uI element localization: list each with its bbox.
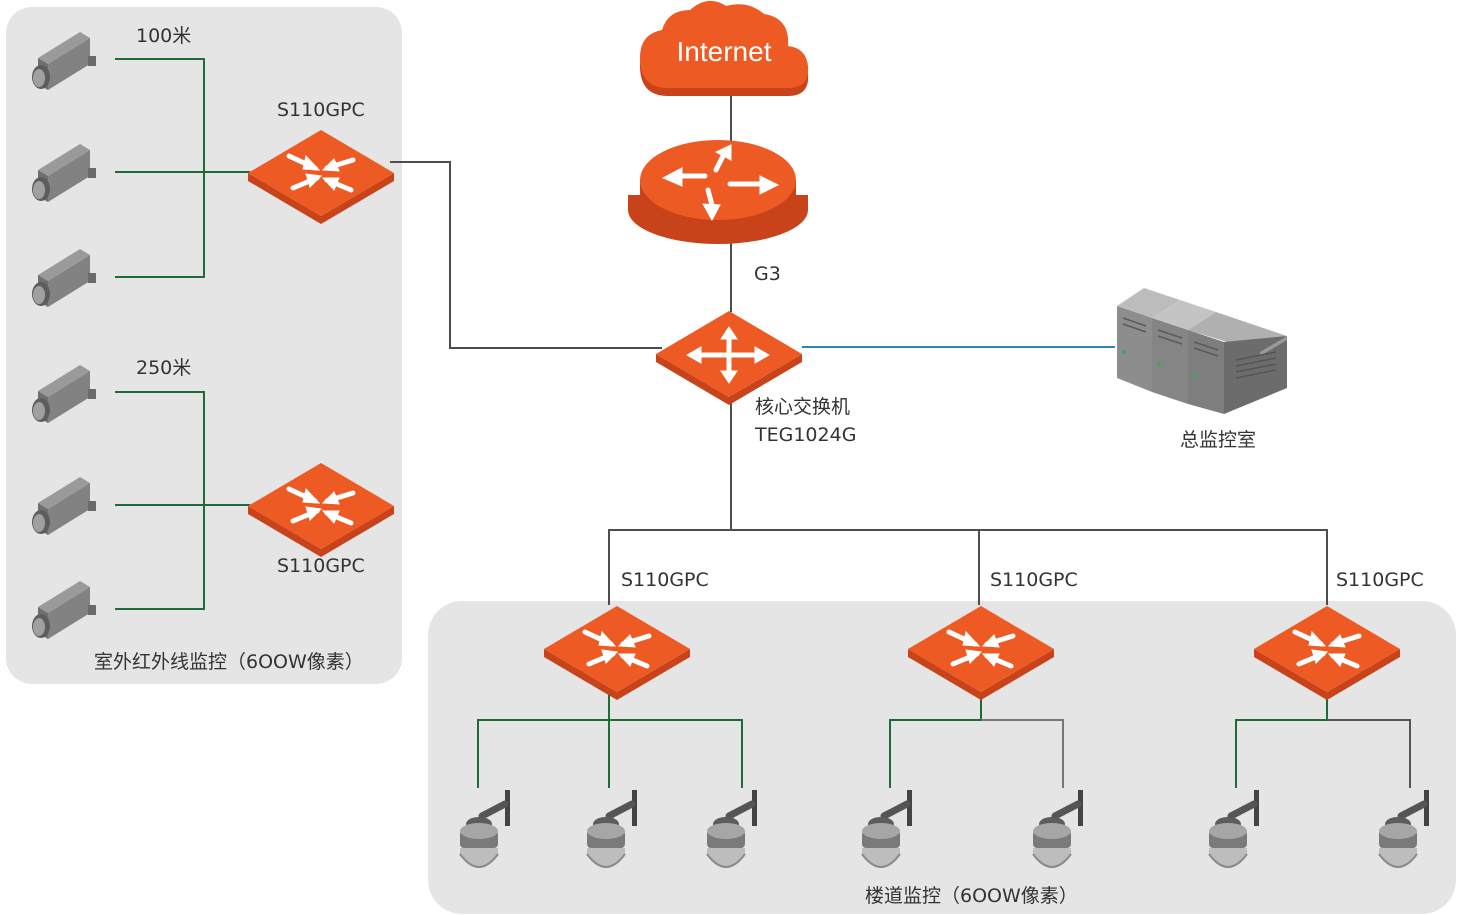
corridor-wiring-1 [477,692,743,788]
bullet-camera-icon [32,249,96,307]
bullet-camera-icon [32,365,96,423]
internet-label: Internet [677,36,772,67]
dome-camera-icon [707,790,757,868]
bullet-camera-icon [32,581,96,639]
bullet-camera-icon [32,477,96,535]
bullet-camera-icon [32,32,96,90]
dome-camera-icon [862,790,912,868]
dome-camera-icon [587,790,637,868]
dome-camera-icon [460,790,510,868]
core-switch-label-line1: 核心交换机 [755,396,851,418]
outdoor-bottom-wiring [115,391,250,610]
core-outdoor-link [390,161,662,349]
outdoor-top-switch-icon [248,130,394,224]
internet-cloud-icon [640,0,809,96]
corridor-wiring-3 [1235,694,1411,788]
outdoor-distance-bottom-label: 250米 [136,357,192,379]
dome-camera-icon [1209,790,1259,868]
bullet-camera-icon [32,144,96,202]
server-rack-icon [1117,288,1287,414]
outdoor-top-switch-label: S110GPC [277,99,365,121]
corridor-switch-1-label: S110GPC [621,569,709,591]
outdoor-bottom-switch-label: S110GPC [277,555,365,577]
core-switch-label-line2: TEG1024G [755,424,857,446]
corridor-wiring-2 [889,694,1064,788]
corridor-switch-2-icon [908,606,1054,700]
corridor-switch-3-icon [1254,606,1400,700]
corridor-switch-3-label: S110GPC [1336,569,1424,591]
outdoor-distance-top-label: 100米 [136,25,192,47]
dome-camera-icon [1033,790,1083,868]
router-label: G3 [754,263,781,285]
outdoor-bottom-switch-icon [248,463,394,557]
outdoor-top-wiring [115,58,250,278]
corridor-switch-1-icon [544,606,690,700]
router-icon [628,140,808,244]
corridor-zone-caption: 楼道监控（6OOW像素） [865,885,1078,907]
outdoor-zone-caption: 室外红外线监控（6OOW像素） [94,651,364,673]
core-switch-icon [656,311,802,405]
corridor-switch-2-label: S110GPC [990,569,1078,591]
distribution-bus [608,529,1328,605]
dome-camera-icon [1379,790,1429,868]
monitor-room-label: 总监控室 [1180,429,1257,451]
